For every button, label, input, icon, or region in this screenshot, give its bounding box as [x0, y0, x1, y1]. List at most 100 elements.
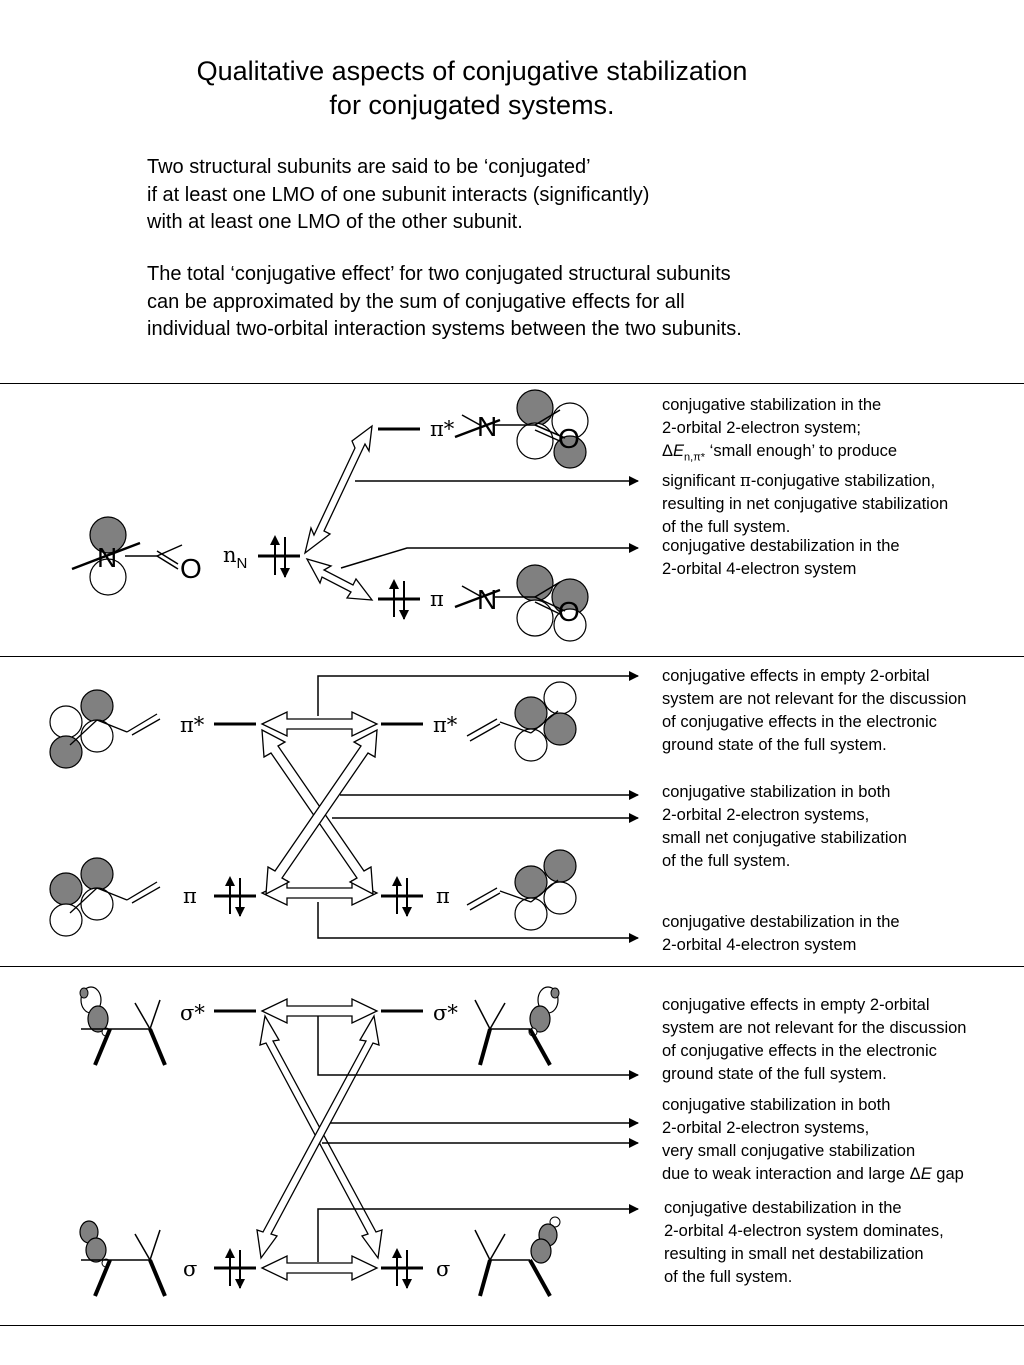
- atom-oxygen: O: [180, 553, 202, 584]
- double-arrow-sigma-star-sigma-star: [260, 997, 379, 1025]
- orbital-label-pi: π: [430, 587, 444, 611]
- divider-line: [0, 656, 1024, 657]
- panel3-ethane-left-top: [79, 986, 167, 1066]
- note-line: 2-orbital 4-electron system dominates,: [664, 1222, 944, 1240]
- atom-oxygen: O: [558, 423, 580, 454]
- panel3-ethane-right-top: [474, 986, 560, 1066]
- double-arrow-pi-star-pi-star: [260, 710, 379, 738]
- intro-p1-line: Two structural subunits are said to be ‘…: [147, 156, 591, 178]
- double-arrow-pi-pi: [260, 879, 379, 907]
- panel2-allyl-left-top: [49, 689, 161, 769]
- note-line: 2-orbital 2-electron system;: [662, 419, 861, 437]
- note-line: small net conjugative stabilization: [662, 829, 907, 847]
- atom-nitrogen: N: [477, 584, 497, 615]
- divider-line: [0, 966, 1024, 967]
- pointer-arrow: [317, 1016, 639, 1080]
- bond-line: [156, 550, 179, 565]
- note-line: conjugative stabilization in both: [662, 783, 891, 801]
- double-arrow-cross-2: [256, 1014, 380, 1260]
- intro-p1-line: with at least one LMO of the other subun…: [147, 211, 523, 233]
- panel2-allyl-right-top: [466, 681, 577, 762]
- note-line: resulting in small net destabilization: [664, 1245, 924, 1263]
- panel1-amide-left: N O: [71, 516, 202, 596]
- divider-line: [0, 1325, 1024, 1326]
- orbital-label-pi-star: π*: [430, 417, 455, 441]
- orbital-label-pi-star: π*: [433, 713, 458, 737]
- note-line: significant π-conjugative stabilization,: [662, 471, 936, 491]
- pointer-arrow: [317, 902, 639, 943]
- divider-line: [0, 383, 1024, 384]
- note-line: of conjugative effects in the electronic: [662, 713, 937, 731]
- note-line: ground state of the full system.: [662, 1065, 887, 1083]
- note-line: system are not relevant for the discussi…: [662, 690, 967, 708]
- orbital-label-sigma-star: σ*: [180, 1001, 205, 1025]
- bond-line: [71, 541, 141, 571]
- interaction-arrows-panel3: [256, 997, 383, 1282]
- orbital-label-sigma-star: σ*: [433, 1001, 458, 1025]
- sigma-level-right-electron-pair: [381, 1248, 423, 1289]
- interaction-arrows-panel1: [303, 424, 374, 601]
- pi-level-electron-pair: [378, 579, 420, 620]
- note-line: 2-orbital 2-electron systems,: [662, 1119, 870, 1137]
- panel3-ethane-left-bottom: [79, 1220, 167, 1297]
- note-line: 2-orbital 4-electron system: [662, 560, 857, 578]
- atom-oxygen: O: [558, 596, 580, 627]
- note-line: of the full system.: [662, 518, 791, 537]
- note-line: conjugative destabilization in the: [662, 913, 900, 931]
- note-line: conjugative stabilization in both: [662, 1096, 891, 1114]
- panel1-amide-pi-star: N O: [454, 389, 589, 469]
- pi-level-right-electron-pair: [381, 876, 423, 917]
- intro-p2-line: The total ‘conjugative effect’ for two c…: [147, 263, 731, 285]
- note-line: of conjugative effects in the electronic: [662, 1042, 937, 1060]
- note-line: conjugative stabilization in the: [662, 396, 882, 414]
- panel1-note-destabilization: conjugative destabilization in the 2-orb…: [662, 535, 900, 581]
- orbital-label-pi: π: [183, 884, 197, 908]
- note-line-delta-e: due to weak interaction and large ΔE gap: [662, 1165, 964, 1183]
- page-title: Qualitative aspects of conjugative stabi…: [0, 54, 944, 122]
- orbital-label-sigma: σ: [436, 1257, 450, 1281]
- note-line: ground state of the full system.: [662, 736, 887, 754]
- panel1-note-stabilization: conjugative stabilization in the 2-orbit…: [662, 394, 948, 539]
- pi-level-left-electron-pair: [214, 876, 256, 917]
- note-line: conjugative effects in empty 2-orbital: [662, 996, 930, 1014]
- intro-p2-line: individual two-orbital interaction syste…: [147, 318, 742, 340]
- panel2-note-empty: conjugative effects in empty 2-orbital s…: [662, 665, 966, 757]
- intro-paragraph-1: Two structural subunits are said to be ‘…: [147, 154, 947, 237]
- double-arrow-n-pi: [305, 557, 374, 601]
- panel1-amide-pi: N O: [454, 564, 589, 642]
- panel3-note-destabilization: conjugative destabilization in the 2-orb…: [664, 1197, 944, 1289]
- atom-nitrogen: N: [477, 411, 497, 442]
- double-arrow-sigma-sigma: [260, 1254, 379, 1282]
- note-line: very small conjugative stabilization: [662, 1142, 916, 1160]
- note-line: conjugative effects in empty 2-orbital: [662, 667, 930, 685]
- pointer-arrow: [317, 671, 639, 716]
- n-level-electron-pair: [258, 535, 300, 578]
- note-line: conjugative destabilization in the: [664, 1199, 902, 1217]
- title-line-2: for conjugated systems.: [329, 90, 615, 120]
- panel2-allyl-right-bottom: [466, 849, 577, 931]
- panel2-allyl-left-bottom: [49, 857, 161, 937]
- title-line-1: Qualitative aspects of conjugative stabi…: [196, 56, 748, 86]
- double-arrow-cross-2: [265, 728, 378, 896]
- bond-line: [156, 544, 183, 557]
- pointer-arrow: [340, 543, 639, 569]
- panel3-note-stabilization: conjugative stabilization in both 2-orbi…: [662, 1094, 964, 1186]
- intro-p2-line: can be approximated by the sum of conjug…: [147, 290, 685, 313]
- bond-line: [156, 555, 179, 570]
- double-arrow-n-pi-star: [303, 424, 373, 555]
- intro-p1-line: if at least one LMO of one subunit inter…: [147, 183, 650, 206]
- p-orbital-lobe-filled: [89, 516, 127, 554]
- note-line: 2-orbital 4-electron system: [662, 936, 857, 954]
- pointer-arrow: [317, 1204, 639, 1262]
- orbital-label-sigma: σ: [183, 1257, 197, 1281]
- note-line: of the full system.: [664, 1268, 793, 1286]
- note-line: of the full system.: [662, 852, 791, 870]
- note-line: conjugative destabilization in the: [662, 537, 900, 555]
- p-orbital-lobe-empty: [89, 558, 127, 596]
- panel2-note-destabilization: conjugative destabilization in the 2-orb…: [662, 911, 900, 957]
- note-line-delta-e: ΔEn,π* ‘small enough’ to produce: [662, 442, 898, 464]
- note-line: system are not relevant for the discussi…: [662, 1019, 967, 1037]
- orbital-label-n: nN: [223, 543, 247, 572]
- orbital-label-pi: π: [436, 884, 450, 908]
